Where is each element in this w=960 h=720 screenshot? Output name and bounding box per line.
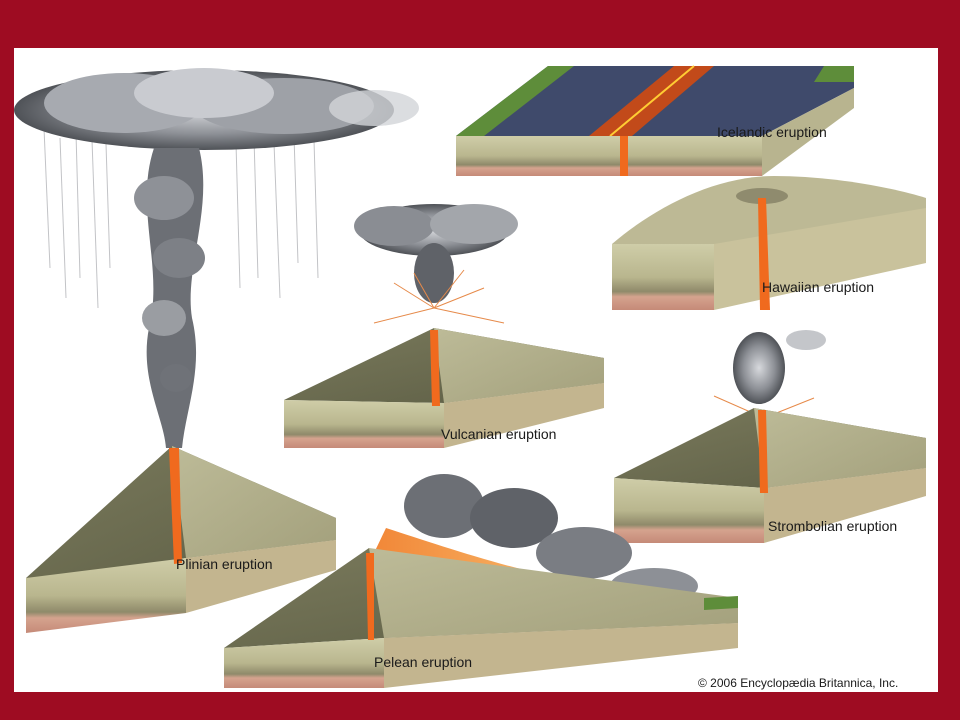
label-hawaiian-eruption: Hawaiian eruption xyxy=(762,279,875,295)
pelean-eruption-illustration xyxy=(224,474,738,688)
label-icelandic-eruption: Icelandic eruption xyxy=(717,124,827,140)
copyright-notice: © 2006 Encyclopædia Britannica, Inc. xyxy=(698,676,899,690)
diagram-panel: Icelandic eruption Hawaiian eruption Vul… xyxy=(14,48,938,692)
label-vulcanian-eruption: Vulcanian eruption xyxy=(441,426,557,442)
icelandic-eruption-illustration xyxy=(456,65,854,176)
label-plinian-eruption: Plinian eruption xyxy=(176,556,273,572)
label-pelean-eruption: Pelean eruption xyxy=(374,654,473,670)
vulcanian-eruption-illustration xyxy=(284,204,604,448)
hawaiian-eruption-illustration xyxy=(612,176,926,310)
strombolian-eruption-illustration xyxy=(614,330,926,543)
plinian-eruption-illustration xyxy=(14,68,419,633)
label-strombolian-eruption: Strombolian eruption xyxy=(768,518,898,534)
eruption-diagram xyxy=(14,65,926,688)
